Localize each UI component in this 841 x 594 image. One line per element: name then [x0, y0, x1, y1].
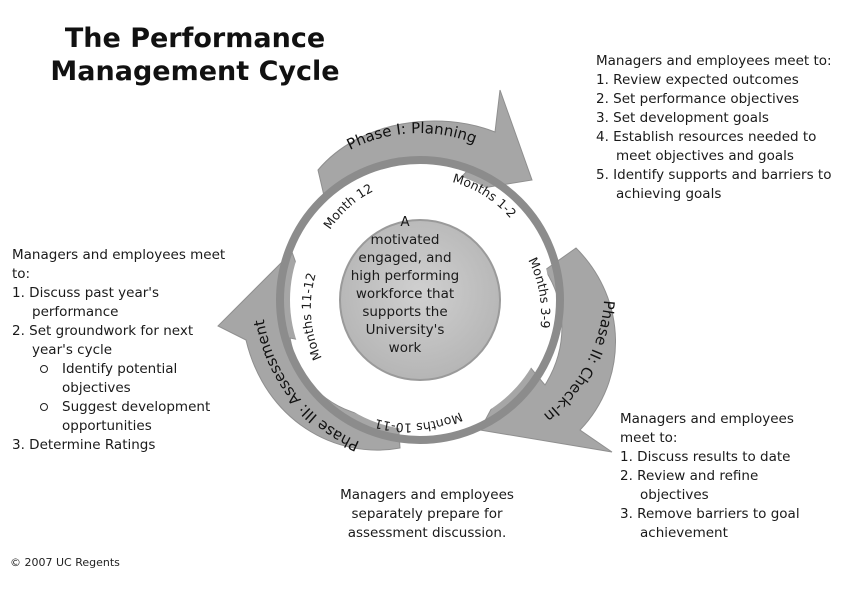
planning-description: Managers and employees meet to: 1. Revie…	[596, 52, 836, 204]
copyright-notice: © 2007 UC Regents	[10, 556, 120, 569]
planning-item: 1. Review expected outcomes	[596, 72, 799, 88]
center-line: high performing	[350, 268, 460, 284]
assessment-subitem: Suggest development opportunities	[36, 398, 227, 436]
checkin-intro: Managers and employees meet to:	[620, 411, 794, 446]
page-title: The Performance Management Cycle	[30, 22, 360, 88]
assessment-prep-note: Managers and employees separately prepar…	[340, 487, 514, 541]
center-line: University's	[365, 322, 445, 338]
assessment-intro: Managers and employees meet to:	[12, 247, 226, 282]
center-line: A	[400, 214, 410, 230]
checkin-item: 3. Remove barriers to goal achievement	[620, 506, 800, 541]
planning-item: 2. Set performance objectives	[596, 91, 800, 107]
center-circle	[339, 219, 501, 381]
assessment-subitem: Identify potential objectives	[36, 360, 227, 398]
months-ring	[276, 156, 564, 444]
planning-item: 4. Establish resources needed to meet ob…	[596, 129, 817, 164]
assessment-item: 3. Determine Ratings	[12, 437, 156, 453]
assessment-description: Managers and employees meet to: 1. Discu…	[12, 246, 227, 455]
center-line: supports the	[362, 304, 448, 320]
center-line: work	[388, 340, 422, 356]
center-statement: A motivated engaged, and high performing…	[335, 213, 475, 357]
phase-assessment-arrow	[217, 251, 401, 451]
planning-item: 5. Identify supports and barriers to ach…	[596, 167, 832, 202]
planning-intro: Managers and employees meet to:	[596, 53, 832, 69]
center-line: workforce that	[355, 286, 455, 302]
checkin-item: 1. Discuss results to date	[620, 449, 791, 465]
planning-item: 3. Set development goals	[596, 110, 769, 126]
checkin-description: Managers and employees meet to: 1. Discu…	[620, 410, 820, 543]
title-line-1: The Performance	[64, 23, 326, 54]
checkin-item: 2. Review and refine objectives	[620, 468, 759, 503]
center-line: motivated	[370, 232, 440, 248]
assessment-item: 2. Set groundwork for next year's cycle	[12, 323, 194, 358]
center-line: engaged, and	[358, 250, 452, 266]
title-line-2: Management Cycle	[50, 56, 340, 87]
assessment-item: 1. Discuss past year's performance	[12, 285, 160, 320]
